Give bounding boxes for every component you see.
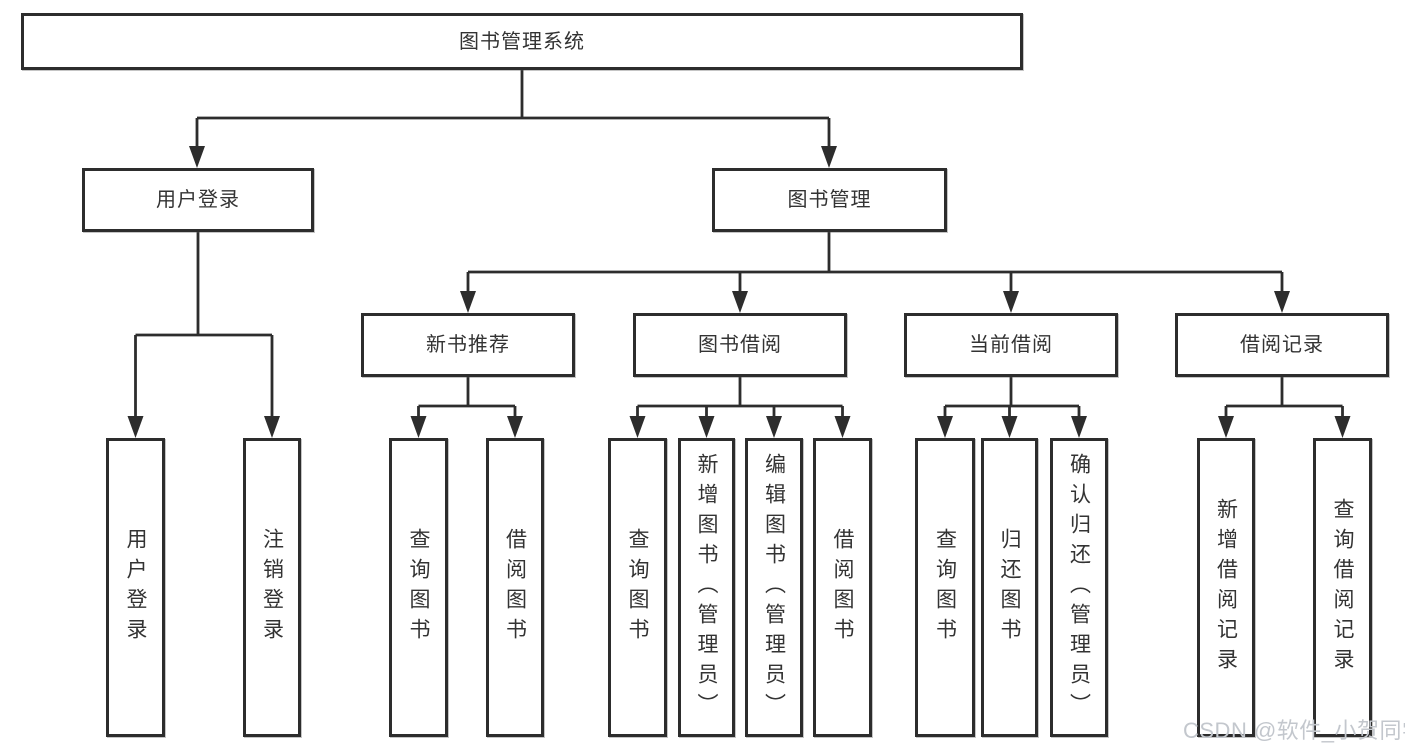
leaf-borrow-query-books: 查询图书 <box>608 438 667 737</box>
leaf-confirm-return-admin: 确认归还（管理员） <box>1050 438 1108 737</box>
leaf-newbook-borrow-books: 借阅图书 <box>486 438 544 737</box>
leaf-newbook-query-books-label: 查询图书 <box>407 527 430 648</box>
leaf-current-query-books: 查询图书 <box>915 438 975 737</box>
node-book-borrowing: 图书借阅 <box>633 313 847 377</box>
leaf-add-borrow-record: 新增借阅记录 <box>1197 438 1255 737</box>
node-book-management-branch-label: 图书管理 <box>787 189 872 211</box>
node-new-book-recommendation: 新书推荐 <box>361 313 575 377</box>
leaf-newbook-borrow-books-label: 借阅图书 <box>503 527 527 648</box>
leaf-confirm-return-admin-label: 确认归还（管理员） <box>1067 452 1091 723</box>
leaf-add-books-admin-label: 新增图书（管理员） <box>695 452 718 723</box>
leaf-logout: 注销登录 <box>243 438 301 737</box>
leaf-return-books: 归还图书 <box>981 438 1038 737</box>
leaf-newbook-query-books: 查询图书 <box>389 438 448 737</box>
node-current-borrowing: 当前借阅 <box>904 313 1118 377</box>
node-borrowing-records-label: 借阅记录 <box>1240 334 1324 356</box>
node-root-label: 图书管理系统 <box>459 30 585 53</box>
csdn-watermark: CSDN @软件_小贺同学 <box>1183 718 1405 743</box>
leaf-user-login: 用户登录 <box>106 438 165 737</box>
node-user-login-branch-label: 用户登录 <box>156 189 240 211</box>
tree-edges <box>134 70 1344 422</box>
node-new-book-recommendation-label: 新书推荐 <box>426 334 510 356</box>
leaf-return-books-label: 归还图书 <box>998 527 1021 648</box>
node-user-login-branch: 用户登录 <box>82 168 314 232</box>
node-book-borrowing-label: 图书借阅 <box>698 334 782 356</box>
leaf-add-borrow-record-label: 新增借阅记录 <box>1214 497 1238 678</box>
leaf-user-login-label: 用户登录 <box>124 527 147 648</box>
leaf-borrow-query-books-label: 查询图书 <box>626 527 649 648</box>
leaf-edit-books-admin-label: 编辑图书（管理员） <box>762 452 786 723</box>
node-current-borrowing-label: 当前借阅 <box>969 334 1053 356</box>
leaf-query-borrow-record-label: 查询借阅记录 <box>1331 497 1354 678</box>
leaf-query-borrow-record: 查询借阅记录 <box>1313 438 1372 737</box>
node-book-management-branch: 图书管理 <box>712 168 947 232</box>
leaf-lend-books-label: 借阅图书 <box>831 527 854 648</box>
leaf-logout-label: 注销登录 <box>260 527 284 648</box>
arrowheads <box>127 146 1351 438</box>
node-root: 图书管理系统 <box>21 13 1023 70</box>
leaf-edit-books-admin: 编辑图书（管理员） <box>745 438 803 737</box>
leaf-current-query-books-label: 查询图书 <box>933 527 957 648</box>
leaf-add-books-admin: 新增图书（管理员） <box>678 438 735 737</box>
node-borrowing-records: 借阅记录 <box>1175 313 1389 377</box>
leaf-lend-books: 借阅图书 <box>813 438 872 737</box>
